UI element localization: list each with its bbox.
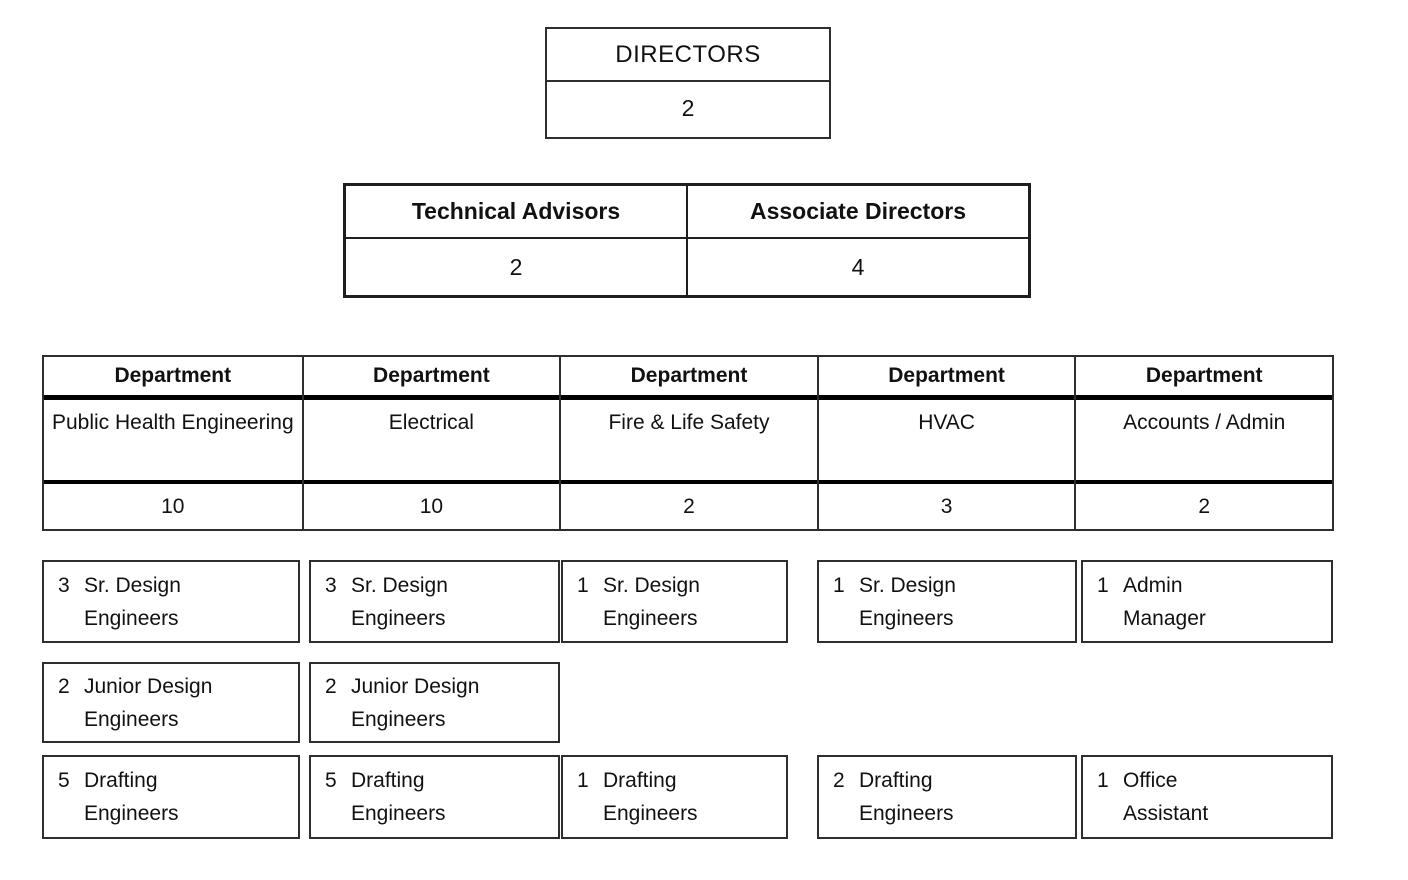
department-name: Accounts / Admin — [1076, 400, 1332, 484]
department-name: Fire & Life Safety — [561, 400, 817, 484]
staff-role: Drafting Engineers — [84, 769, 179, 825]
staff-count: 2 — [833, 769, 845, 792]
associate-directors-count: 4 — [851, 253, 865, 280]
staff-box-r0-c2: 1 Sr. Design Engineers — [561, 560, 788, 643]
directors-title: DIRECTORS — [547, 29, 829, 82]
staff-role: Drafting Engineers — [859, 769, 954, 825]
associate-directors-title: Associate Directors — [688, 186, 1028, 239]
department-count: 2 — [1198, 494, 1211, 518]
staff-box-r2-c0: 5 Drafting Engineers — [42, 755, 300, 839]
staff-role: Office Assistant — [1123, 769, 1209, 825]
staff-count: 1 — [577, 573, 589, 597]
staff-box-r2-c4: 1 Office Assistant — [1081, 755, 1333, 839]
technical-advisors-title: Technical Advisors — [346, 186, 686, 239]
staff-box-r1-c1: 2 Junior Design Engineers — [309, 662, 560, 743]
staff-box-r2-c2: 1 Drafting Engineers — [561, 755, 788, 839]
staff-count: 2 — [58, 674, 70, 698]
staff-box-r2-c1: 5 Drafting Engineers — [309, 755, 560, 839]
staff-count: 3 — [325, 573, 337, 597]
department-name: Electrical — [303, 400, 560, 484]
staff-role: Sr. Design Engineers — [84, 573, 181, 630]
department-count: 10 — [161, 494, 185, 518]
directors-table: DIRECTORS 2 — [545, 27, 831, 139]
staff-box-r0-c1: 3 Sr. Design Engineers — [309, 560, 560, 643]
department-col-fire-life-safety: Department Fire & Life Safety 2 — [559, 357, 817, 529]
department-header: Department — [1076, 357, 1332, 400]
staff-count: 3 — [58, 573, 70, 597]
staff-role: Admin Manager — [1123, 573, 1206, 630]
staff-count: 1 — [1097, 769, 1109, 792]
staff-role: Sr. Design Engineers — [859, 573, 956, 630]
department-header: Department — [561, 357, 817, 400]
technical-advisors-count: 2 — [509, 253, 523, 280]
staff-box-r1-c0: 2 Junior Design Engineers — [42, 662, 300, 743]
department-col-electrical: Department Electrical 10 — [301, 357, 560, 529]
department-col-hvac: Department HVAC 3 — [816, 357, 1075, 529]
staff-count: 2 — [325, 674, 337, 698]
staff-box-r0-c4: 1 Admin Manager — [1081, 560, 1333, 643]
staff-count: 1 — [1097, 573, 1109, 597]
staff-count: 1 — [577, 769, 589, 792]
department-table: Department Public Health Engineering 10 … — [42, 355, 1334, 531]
department-count: 3 — [940, 494, 953, 518]
leadership-table: Technical Advisors 2 Associate Directors… — [343, 183, 1031, 298]
department-header: Department — [44, 357, 302, 400]
staff-role: Sr. Design Engineers — [351, 573, 448, 630]
staff-box-r0-c0: 3 Sr. Design Engineers — [42, 560, 300, 643]
staff-count: 5 — [325, 769, 337, 792]
department-name: HVAC — [818, 400, 1075, 484]
department-header: Department — [303, 357, 560, 400]
staff-box-r2-c3: 2 Drafting Engineers — [817, 755, 1077, 839]
staff-box-r0-c3: 1 Sr. Design Engineers — [817, 560, 1077, 643]
department-col-public-health: Department Public Health Engineering 10 — [44, 357, 302, 529]
staff-role: Junior Design Engineers — [84, 674, 213, 731]
staff-role: Junior Design Engineers — [351, 674, 480, 731]
department-col-accounts-admin: Department Accounts / Admin 2 — [1074, 357, 1332, 529]
staff-role: Sr. Design Engineers — [603, 573, 700, 630]
department-name: Public Health Engineering — [44, 400, 302, 484]
department-header: Department — [818, 357, 1075, 400]
staff-count: 1 — [833, 573, 845, 597]
directors-count: 2 — [681, 95, 695, 121]
leadership-col-associate-directors: Associate Directors 4 — [686, 186, 1028, 295]
department-count: 10 — [419, 494, 444, 518]
staff-role: Drafting Engineers — [351, 769, 446, 825]
staff-count: 5 — [58, 769, 70, 792]
leadership-col-technical-advisors: Technical Advisors 2 — [346, 186, 686, 295]
department-count: 2 — [683, 494, 695, 518]
staff-role: Drafting Engineers — [603, 769, 698, 825]
